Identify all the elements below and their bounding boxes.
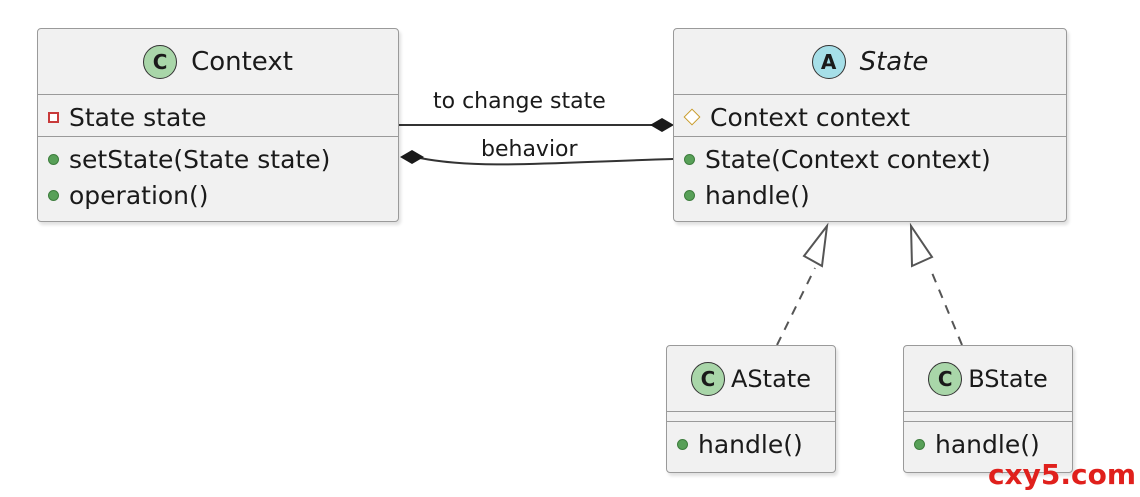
bstate-realization-line — [929, 267, 963, 346]
class-badge-icon: C — [691, 361, 726, 396]
method-row: operation() — [48, 177, 388, 213]
methods-section: State(Context context) handle() — [674, 137, 1066, 217]
class-context[interactable]: C Context State state setState(State sta… — [37, 28, 399, 222]
watermark: cxy5.com — [987, 458, 1136, 491]
attribute-row: State state — [48, 99, 388, 135]
class-name: State — [859, 46, 929, 77]
class-state[interactable]: A State Context context State(Context co… — [673, 28, 1067, 222]
abstract-badge-icon: A — [811, 44, 846, 79]
attributes-section — [904, 412, 1072, 422]
methods-section: handle() — [904, 422, 1072, 466]
method-row: setState(State state) — [48, 141, 388, 177]
method-row: handle() — [684, 177, 1056, 213]
attributes-section — [667, 412, 835, 422]
methods-section: setState(State state) operation() — [38, 137, 398, 217]
method-text: operation() — [69, 180, 209, 210]
methods-section: handle() — [667, 422, 835, 466]
class-bstate-header: C BState — [904, 346, 1072, 412]
bstate-realization-arrowhead — [909, 222, 934, 268]
class-context-header: C Context — [38, 29, 398, 95]
method-text: handle() — [705, 180, 810, 210]
private-visibility-icon — [48, 111, 59, 123]
method-row: State(Context context) — [684, 141, 1056, 177]
class-name: BState — [968, 364, 1048, 393]
astate-realization-line — [776, 267, 816, 346]
public-visibility-icon — [48, 153, 59, 165]
attribute-row: Context context — [683, 99, 1056, 135]
attributes-section: Context context — [674, 95, 1066, 137]
behavior-line — [419, 157, 674, 166]
attribute-text: Context context — [710, 102, 911, 132]
behavior-label: behavior — [481, 137, 578, 162]
class-astate[interactable]: C AState handle() — [666, 345, 836, 473]
to-change-state-label: to change state — [433, 89, 606, 114]
public-visibility-icon — [677, 438, 688, 450]
class-badge-icon: C — [143, 44, 178, 79]
public-visibility-icon — [914, 438, 925, 450]
attribute-text: State state — [69, 102, 207, 132]
astate-realization-arrowhead — [802, 222, 829, 268]
method-text: handle() — [935, 429, 1040, 459]
behavior-diamond — [400, 150, 424, 164]
method-text: State(Context context) — [705, 144, 991, 174]
public-visibility-icon — [684, 153, 695, 165]
class-state-header: A State — [674, 29, 1066, 95]
class-name: Context — [191, 46, 293, 77]
class-astate-header: C AState — [667, 346, 835, 412]
public-visibility-icon — [48, 189, 59, 201]
class-badge-icon: C — [928, 361, 963, 396]
attributes-section: State state — [38, 95, 398, 137]
method-row: handle() — [677, 426, 825, 462]
method-text: setState(State state) — [69, 144, 331, 174]
public-visibility-icon — [684, 189, 695, 201]
protected-visibility-icon — [683, 108, 701, 126]
method-text: handle() — [698, 429, 803, 459]
method-row: handle() — [914, 426, 1062, 462]
class-bstate[interactable]: C BState handle() — [903, 345, 1073, 473]
class-name: AState — [731, 364, 811, 393]
to-change-state-diamond — [650, 118, 674, 132]
